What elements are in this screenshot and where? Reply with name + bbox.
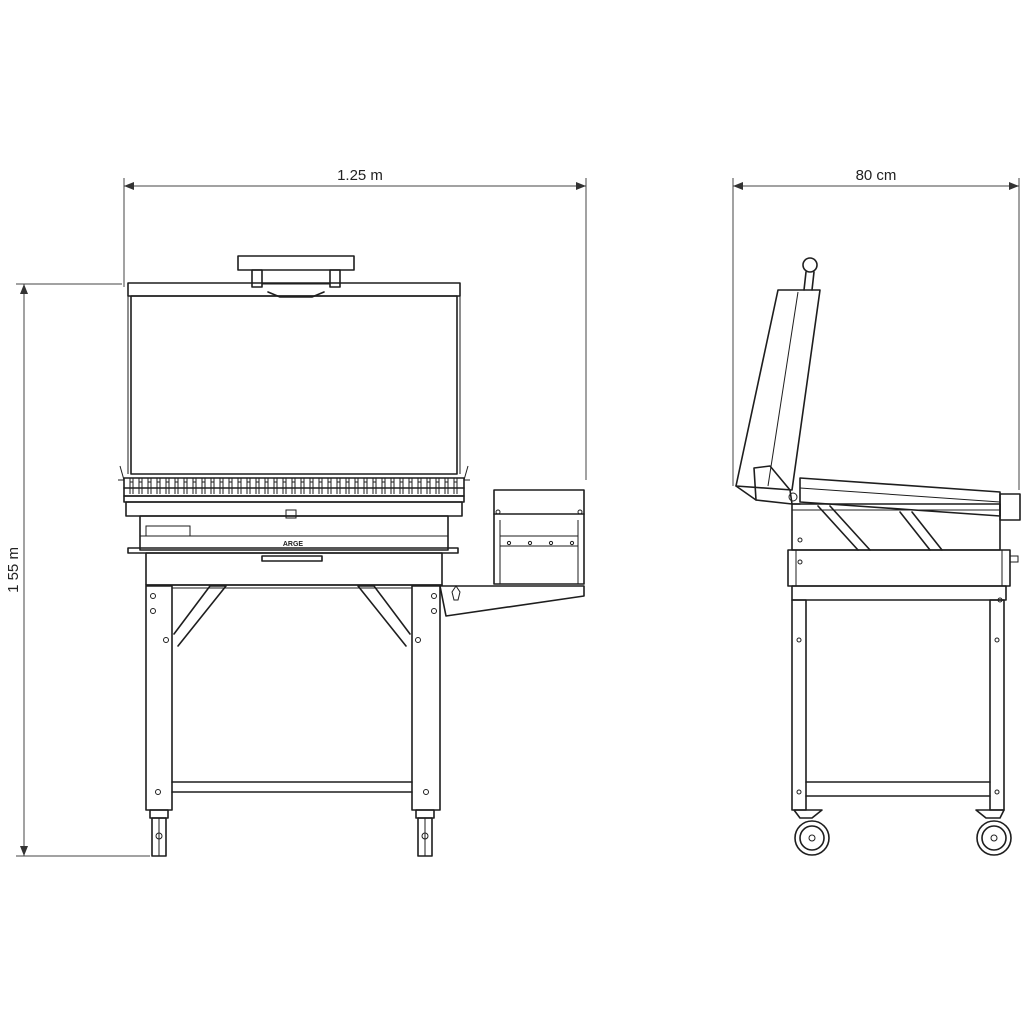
grate-tooth (210, 478, 215, 494)
grate-tooth (219, 478, 224, 494)
firebox: ARGE (127, 509, 459, 586)
front-casters (149, 809, 435, 857)
side-frame (791, 585, 1007, 811)
grate-tooth (345, 478, 350, 494)
brand-mark: ARGE (283, 541, 304, 548)
grate-tooth (129, 478, 134, 494)
dimension-depth-side: 80 cm (732, 167, 1020, 490)
grate-tooth (435, 478, 440, 494)
grate-tooth (264, 478, 269, 494)
lid-handle (237, 255, 355, 298)
height-label: 1 55 m (5, 547, 22, 593)
grate-tooth (156, 478, 161, 494)
grate-tooth (336, 478, 341, 494)
grate-tooth (255, 478, 260, 494)
grate-tooth (390, 478, 395, 494)
grate-tooth (183, 478, 188, 494)
grate-tooth (318, 478, 323, 494)
side-shelf (431, 585, 585, 617)
grate-tooth (300, 478, 305, 494)
grate-tooth (426, 478, 431, 494)
grate-tooth (165, 478, 170, 494)
grill-grate (118, 477, 470, 517)
grate-tooth (273, 478, 278, 494)
grate-tooth (192, 478, 197, 494)
grate-tooth (246, 478, 251, 494)
front-frame (145, 585, 441, 811)
grate-tooth (228, 478, 233, 494)
grate-tooth (237, 478, 242, 494)
grate-tooth (453, 478, 458, 494)
dimension-height: 1 55 m (5, 283, 150, 857)
side-box (493, 489, 585, 585)
grate-tooth (372, 478, 377, 494)
grate-tooth (291, 478, 296, 494)
front-view: ARGE (118, 255, 585, 857)
width-label: 1.25 m (337, 167, 383, 184)
grate-tooth (174, 478, 179, 494)
grate-tooth (327, 478, 332, 494)
lid-panel (119, 282, 469, 481)
grate-tooth (354, 478, 359, 494)
side-cooking-surface (788, 477, 1021, 521)
grate-tooth (417, 478, 422, 494)
grate-tooth (282, 478, 287, 494)
grate-tooth (381, 478, 386, 494)
grate-tooth (138, 478, 143, 494)
grate-tooth (147, 478, 152, 494)
grate-tooth (363, 478, 368, 494)
dimension-width-front: 1.25 m (123, 166, 587, 480)
grate-tooth (444, 478, 449, 494)
side-firebox (787, 503, 1019, 603)
grate-tooth (408, 478, 413, 494)
side-view (735, 257, 1021, 856)
grate-tooth (201, 478, 206, 494)
depth-label: 80 cm (856, 167, 897, 184)
side-lid (735, 257, 821, 505)
grate-tooth (309, 478, 314, 494)
grate-tooth (399, 478, 404, 494)
side-casters (793, 809, 1012, 856)
